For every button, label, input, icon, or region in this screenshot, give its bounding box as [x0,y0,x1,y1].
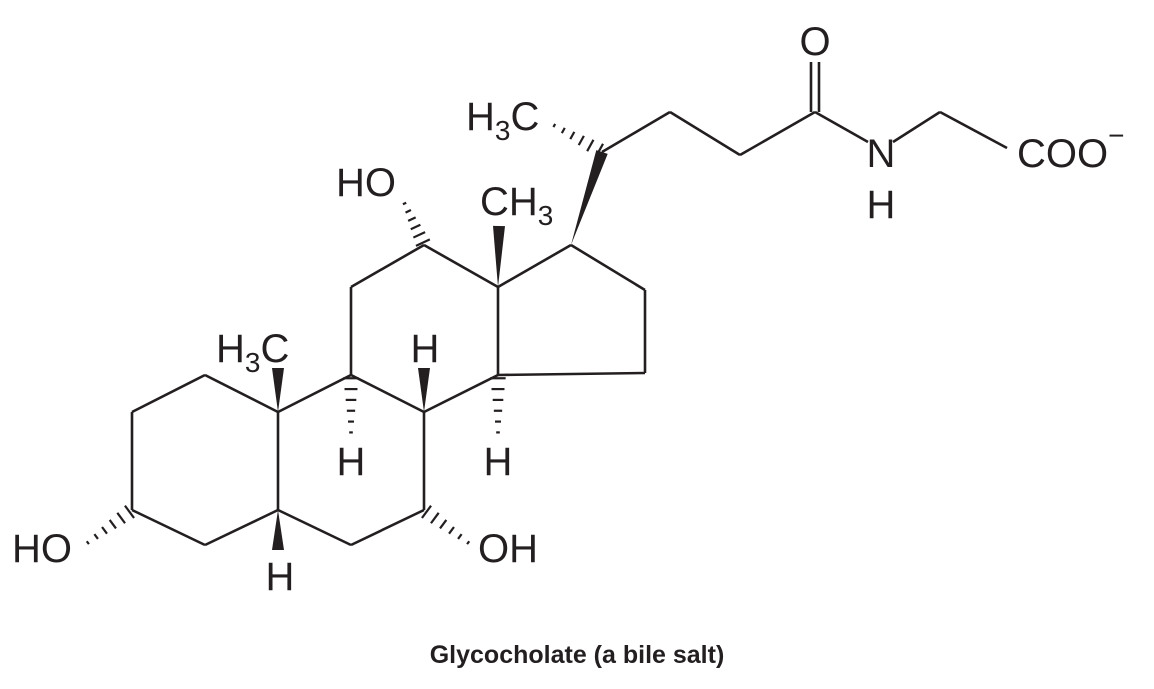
c7-hydroxyl-hash [448,526,455,535]
ring-or-chain-bond [350,243,425,289]
c17-side-chain-wedge [571,150,608,245]
c7-hydroxyl-hash [457,533,463,540]
ring-or-chain-bond [497,371,646,377]
ring-or-chain-bond [570,243,646,292]
bonds [85,62,1008,550]
caption: Glycocholate (a bile salt) [430,641,725,669]
c9-hydrogen-label: H [337,440,366,484]
ring-or-chain-bond [131,508,206,547]
side-methyl-hash [552,123,557,128]
ring-or-chain-bond [277,508,352,547]
ring-or-chain-bond [350,508,425,547]
c10-methyl-wedge [272,368,284,412]
c7-hydroxyl-label: OH [478,527,538,571]
ring-or-chain-bond [204,508,279,547]
side-chain-methyl-label: H3C [466,95,539,146]
c13-methyl-label: CH3 [480,180,553,231]
c3-hydroxyl-hash [101,526,108,535]
ring-or-chain-bond [497,243,572,289]
c10-methyl-label: H3C [216,327,289,378]
c8-h-wedge [418,368,430,412]
ring-or-chain-bond [423,373,499,414]
c3-hydroxyl-hash [108,519,117,530]
c3-hydroxyl-hash [93,533,99,540]
c3-hydroxyl-hash [116,512,126,524]
ch2-carboxylate-bond [939,110,1008,150]
carboxylate-label: COO− [1017,120,1124,176]
ring-or-chain-bond [204,373,279,414]
c3-hydroxyl-hash [85,540,90,545]
c7-hydroxyl-hash [439,519,448,530]
ring-or-chain-bond [669,110,741,157]
carbonyl-oxygen-label: O [799,20,830,64]
c7-hydroxyl-hash [430,512,440,524]
side-methyl-hash [586,139,595,152]
c12-hydroxyl-hash [412,231,426,239]
ring-or-chain-bond [814,110,869,144]
c8-hydrogen-label: H [411,327,440,371]
amide-nitrogen-label: N [867,132,896,176]
c14-hydrogen-label: H [484,440,513,484]
c3-hydroxyl-label: HO [12,527,72,571]
c12-hydroxyl-hash [410,223,421,231]
c12-hydroxyl-hash [415,238,431,247]
side-methyl-hash [569,131,576,140]
ring-or-chain-bond [739,110,816,157]
c12-hydroxyl-hash [407,216,417,222]
amide-hydrogen-label: H [867,183,896,227]
ring-or-chain-bond [423,243,499,289]
c7-hydroxyl-hash [466,540,471,545]
c13-methyl-wedge [493,225,505,287]
c5-hydrogen-label: H [266,555,295,599]
side-methyl-hash [560,127,566,134]
c12-hydroxyl-label: HO [336,161,396,205]
c5-h-wedge [272,510,284,550]
ring-or-chain-bond [277,373,352,414]
side-methyl-hash [577,135,585,146]
amide-ch2-bond [892,110,941,144]
ring-or-chain-bond [350,373,425,414]
side-methyl-hash [594,143,604,158]
c12-hydroxyl-hash [405,209,412,214]
ring-or-chain-bond [601,110,671,154]
ring-or-chain-bond [131,373,206,414]
c12-hydroxyl-hash [402,201,407,206]
c3-hydroxyl-hash [124,505,135,519]
c7-hydroxyl-hash [421,505,432,519]
